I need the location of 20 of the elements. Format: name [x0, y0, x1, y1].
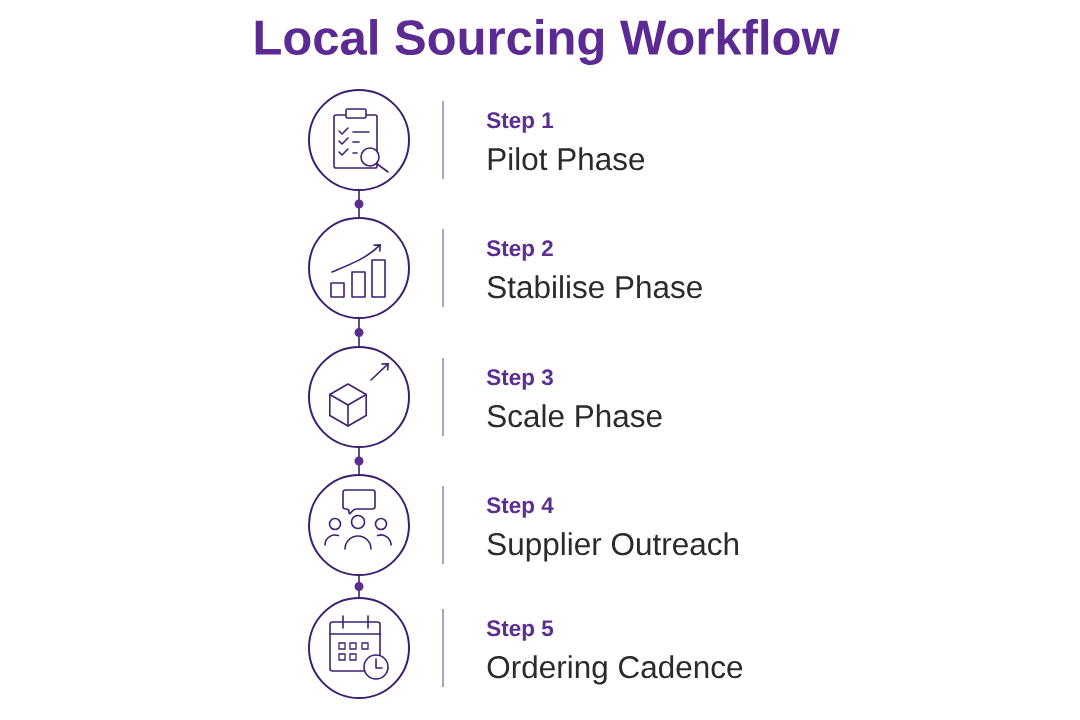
step-number: Step 1: [486, 112, 554, 133]
step-title: Stabilise Phase: [487, 275, 702, 299]
step-number: Step 3: [486, 369, 553, 390]
step-number: Step 2: [486, 240, 553, 261]
step-title: Scale Phase: [487, 404, 662, 428]
connector-line: [358, 318, 360, 347]
title: Local Sourcing Workflow: [255, 19, 840, 65]
step-circle: [308, 474, 410, 576]
step-title: Pilot Phase: [488, 147, 645, 171]
step-circle: [308, 346, 410, 448]
connector-line: [358, 575, 360, 598]
step-circle: [308, 597, 410, 699]
step-circle: [308, 217, 410, 319]
step-title: Supplier Outreach: [487, 532, 738, 562]
connector-line: [358, 190, 360, 218]
step-number: Step 4: [486, 497, 554, 518]
step-number: Step 5: [486, 620, 554, 641]
step-circle: [308, 89, 410, 191]
step-title: Ordering Cadence: [487, 655, 743, 685]
connector-line: [358, 447, 360, 475]
